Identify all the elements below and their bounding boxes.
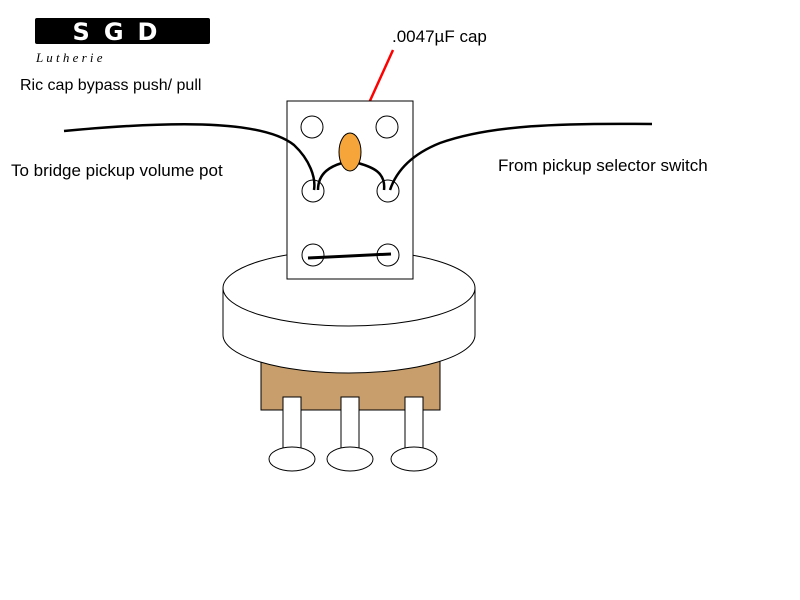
- logo-mark: SGD: [73, 18, 172, 46]
- pot-lug: [390, 396, 438, 472]
- switch-lug: [301, 243, 325, 267]
- capacitor-label: .0047µF cap: [392, 27, 487, 46]
- capacitor-lead-left: [316, 161, 343, 191]
- wire-from-selector: [388, 122, 653, 191]
- logo-bar: [35, 18, 210, 44]
- jumper-wire: [307, 252, 392, 260]
- switch-lug: [300, 115, 324, 139]
- switch-lug: [375, 115, 399, 139]
- logo-subtitle: L u t h e r i e: [35, 50, 103, 65]
- right-wire-label: From pickup selector switch: [498, 156, 708, 175]
- pot-lug: [326, 396, 374, 472]
- left-wire-label: To bridge pickup volume pot: [11, 161, 223, 180]
- pot-lug: [268, 396, 316, 472]
- capacitor-lead-right: [357, 161, 386, 191]
- logo: SGD L u t h e r i e: [35, 18, 210, 65]
- switch-lug: [301, 179, 325, 203]
- diagram-title: Ric cap bypass push/ pull: [20, 77, 201, 94]
- wire-to-bridge-pot: [63, 122, 316, 191]
- switch-lug: [376, 179, 400, 203]
- capacitor: [338, 132, 362, 172]
